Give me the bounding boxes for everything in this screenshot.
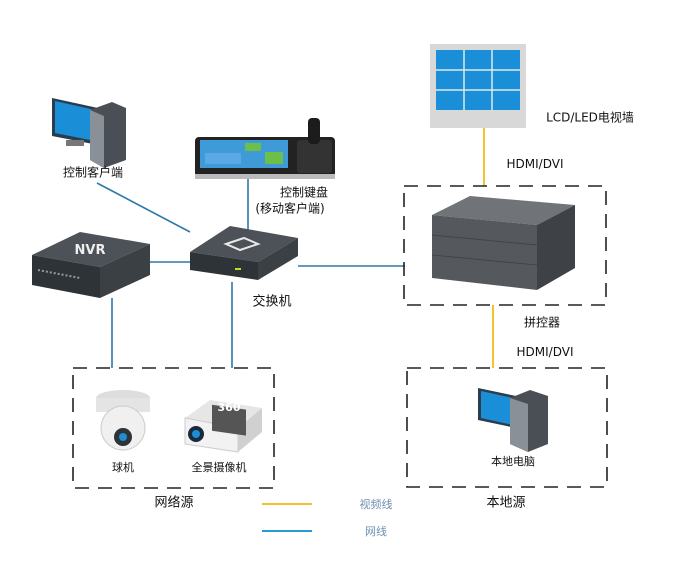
local-pc-label: 本地电脑: [491, 455, 535, 468]
hdmi-bottom-label: HDMI/DVI: [516, 345, 574, 359]
control-keyboard-icon: [195, 118, 335, 179]
controller-label: 拼控器: [523, 315, 561, 330]
client-pc-icon: [52, 98, 126, 168]
dome-camera-label: 球机: [112, 461, 134, 474]
local-source-label: 本地源: [486, 495, 526, 511]
network-source-box: [72, 367, 275, 489]
nvr-logo: NVR: [75, 243, 106, 258]
panoramic-camera-icon: 360: [184, 400, 262, 453]
splicing-controller-icon: [431, 196, 575, 290]
switch-icon: [190, 226, 298, 280]
video-wall-icon: [430, 44, 526, 128]
video-wall-label: LCD/LED电视墙: [546, 110, 634, 125]
local-source-box: [406, 367, 608, 488]
legend-video-line-label: 视频线: [359, 498, 393, 511]
local-pc-icon: [478, 388, 548, 452]
keyboard-label: 控制键盘: [279, 185, 329, 200]
legend-network-line-label: 网线: [365, 525, 387, 538]
camera-360-badge: 360: [218, 401, 241, 414]
controller-box: [403, 185, 607, 306]
switch-label: 交换机: [252, 294, 292, 310]
dome-camera-icon: [96, 390, 150, 451]
hdmi-top-label: HDMI/DVI: [506, 157, 564, 171]
client-label: 控制客户端: [62, 165, 124, 180]
link-client-switch: [96, 182, 191, 233]
keyboard-sublabel: (移动客户端): [255, 201, 325, 216]
nvr-icon: NVR: [32, 232, 150, 298]
network-source-label: 网络源: [154, 495, 194, 511]
panoramic-camera-label: 全景摄像机: [191, 461, 247, 474]
